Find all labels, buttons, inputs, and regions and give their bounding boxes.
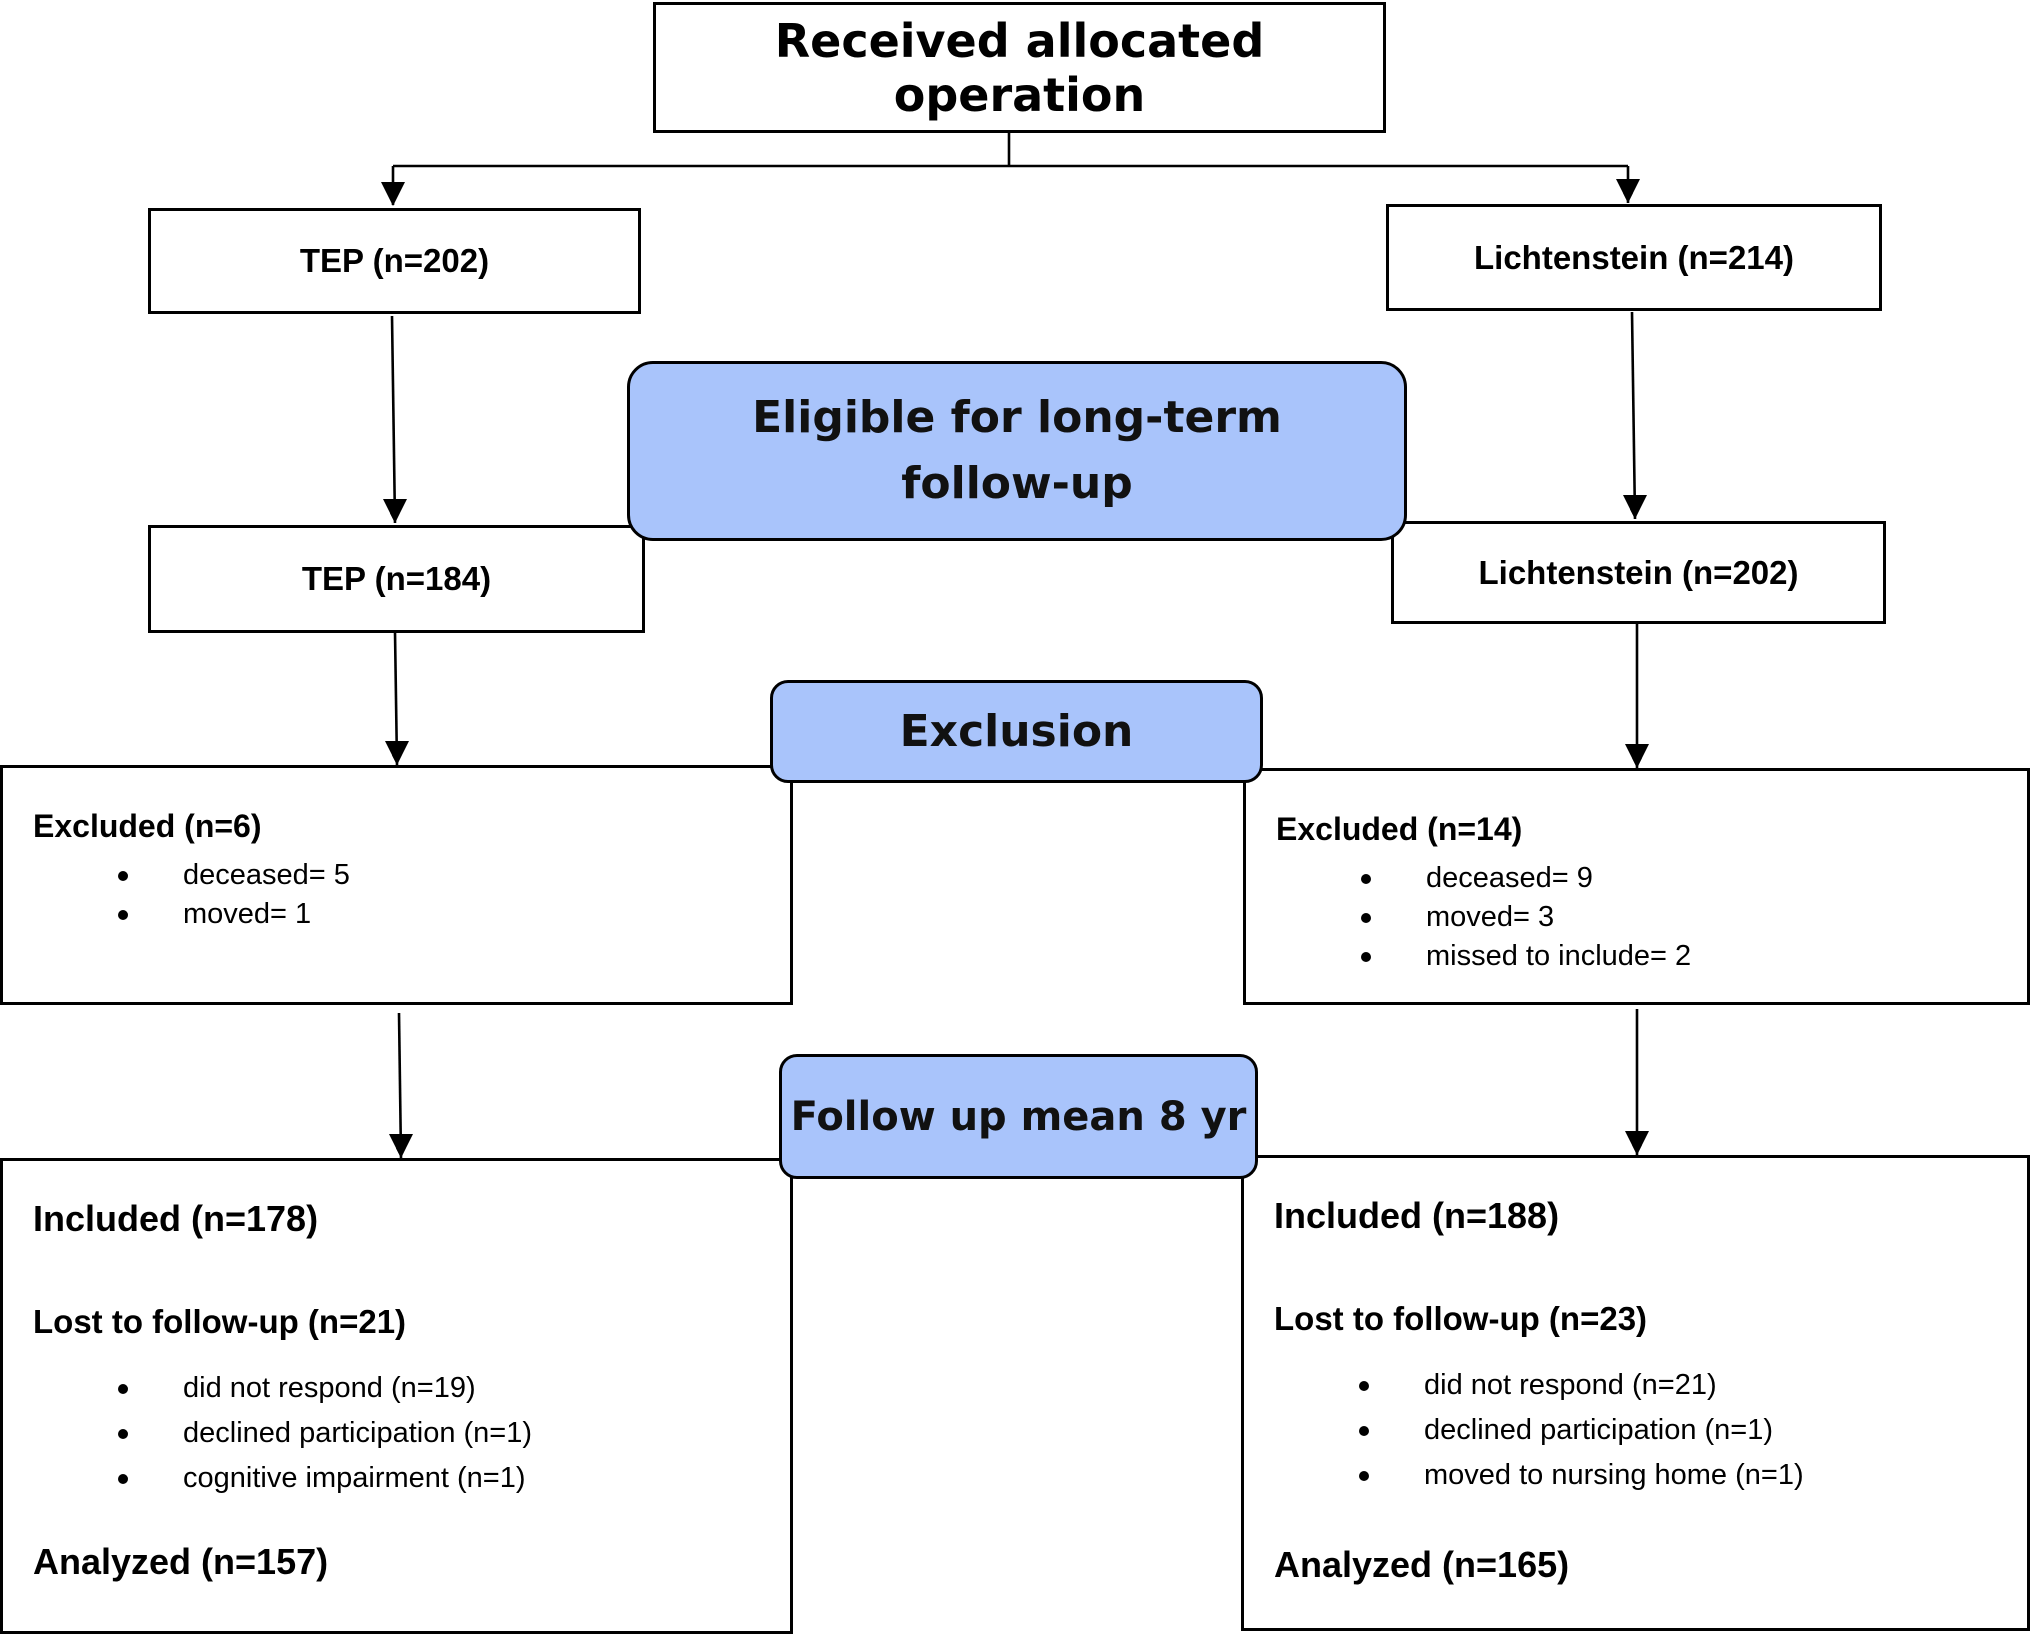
excluded-reasons-list: deceased= 9 moved= 3 missed to include= … bbox=[1360, 859, 1691, 976]
arrowhead-tep-eligible bbox=[383, 499, 407, 523]
node-label: TEP (n=202) bbox=[299, 242, 490, 279]
excluded-title: Excluded (n=6) bbox=[33, 808, 262, 844]
node-lichtenstein-excluded: Excluded (n=14) deceased= 9 moved= 3 mis… bbox=[1243, 768, 2030, 1005]
node-tep-eligible: TEP (n=184) bbox=[148, 525, 645, 633]
list-item: cognitive impairment (n=1) bbox=[117, 1456, 532, 1501]
node-lichtenstein-followup: Included (n=188) Lost to follow-up (n=23… bbox=[1241, 1155, 2030, 1631]
included-count: Included (n=188) bbox=[1274, 1195, 1560, 1236]
node-label: Lichtenstein (n=202) bbox=[1478, 553, 1799, 591]
stage-label: Exclusion bbox=[899, 706, 1134, 757]
list-item: moved to nursing home (n=1) bbox=[1359, 1453, 1804, 1498]
node-label: Lichtenstein (n=214) bbox=[1474, 238, 1794, 276]
stage-follow-up-mean-8-yr: Follow up mean 8 yr bbox=[779, 1054, 1258, 1179]
node-tep-followup: Included (n=178) Lost to follow-up (n=21… bbox=[0, 1158, 793, 1634]
analyzed-count: Analyzed (n=165) bbox=[1274, 1544, 1570, 1585]
arrowhead-lich-allocated bbox=[1616, 179, 1640, 203]
node-label: TEP (n=184) bbox=[301, 560, 492, 597]
list-item: moved= 1 bbox=[118, 895, 350, 934]
list-item: declined participation (n=1) bbox=[1359, 1408, 1804, 1453]
node-label: Received allocated operation bbox=[774, 13, 1265, 122]
list-item: missed to include= 2 bbox=[1360, 937, 1691, 976]
included-count: Included (n=178) bbox=[33, 1198, 319, 1239]
node-received-allocated-operation: Received allocated operation bbox=[653, 2, 1386, 133]
arrowhead-tep-followup bbox=[389, 1134, 413, 1158]
node-tep-excluded: Excluded (n=6) deceased= 5 moved= 1 bbox=[0, 765, 793, 1005]
list-item: deceased= 9 bbox=[1360, 859, 1691, 898]
arrowhead-lich-followup bbox=[1625, 1131, 1649, 1155]
list-item: declined participation (n=1) bbox=[117, 1411, 532, 1456]
lost-to-follow-up-title: Lost to follow-up (n=23) bbox=[1274, 1300, 1648, 1337]
stage-exclusion: Exclusion bbox=[770, 680, 1263, 783]
node-tep-allocated: TEP (n=202) bbox=[148, 208, 641, 314]
arrowhead-lich-eligible bbox=[1623, 495, 1647, 519]
list-item: did not respond (n=21) bbox=[1359, 1363, 1804, 1408]
lost-reasons-list: did not respond (n=19) declined particip… bbox=[117, 1366, 532, 1501]
excluded-title: Excluded (n=14) bbox=[1276, 811, 1523, 847]
list-item: moved= 3 bbox=[1360, 898, 1691, 937]
stage-label: Follow up mean 8 yr bbox=[790, 1093, 1247, 1140]
arrowhead-lich-excluded bbox=[1625, 744, 1649, 768]
arrowhead-tep-allocated bbox=[381, 182, 405, 206]
lost-to-follow-up-title: Lost to follow-up (n=21) bbox=[33, 1303, 407, 1340]
arrow-tep-to-eligible bbox=[389, 315, 400, 524]
analyzed-count: Analyzed (n=157) bbox=[33, 1541, 329, 1582]
node-lichtenstein-allocated: Lichtenstein (n=214) bbox=[1386, 204, 1882, 311]
stage-eligible-for-long-term-follow-up: Eligible for long-term follow-up bbox=[627, 361, 1407, 541]
excluded-reasons-list: deceased= 5 moved= 1 bbox=[118, 856, 350, 934]
list-item: deceased= 5 bbox=[118, 856, 350, 895]
arrow-lich-to-eligible bbox=[1629, 311, 1640, 520]
arrowhead-tep-excluded bbox=[385, 741, 409, 765]
lost-reasons-list: did not respond (n=21) declined particip… bbox=[1359, 1363, 1804, 1498]
node-lichtenstein-eligible: Lichtenstein (n=202) bbox=[1391, 521, 1886, 624]
list-item: did not respond (n=19) bbox=[117, 1366, 532, 1411]
stage-label: Eligible for long-term follow-up bbox=[752, 392, 1282, 509]
arrow-tep-to-followup bbox=[395, 1012, 406, 1159]
